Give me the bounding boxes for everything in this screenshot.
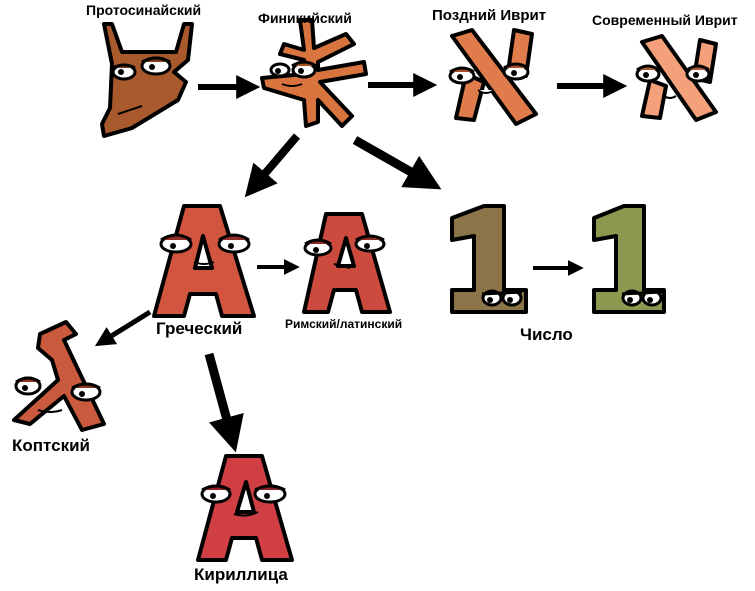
modern-hebrew-stroke-left: [640, 78, 668, 120]
cyrillic-body: [196, 454, 294, 562]
late-hebrew-pupil-left: [457, 74, 463, 80]
number-modern-pupil-left: [627, 297, 633, 303]
number-body: [450, 204, 528, 314]
label-phoenician: Финикийский: [258, 10, 352, 26]
number-modern-eyelid: [621, 290, 663, 296]
proto-sinaitic-letter: [100, 22, 194, 138]
late-hebrew-mouth: [477, 89, 495, 94]
phoenician-pupil-left: [275, 68, 281, 74]
greek-body: [152, 204, 256, 318]
proto-sinaitic-body: [100, 22, 194, 138]
label-cyrillic: Кириллица: [194, 565, 288, 584]
number-pupil-right: [507, 297, 513, 303]
cyrillic-pupil-right: [264, 493, 270, 499]
late-hebrew-stroke-diag: [450, 28, 538, 126]
label-latin: Римский/латинский: [285, 317, 403, 331]
latin-pupil-left: [313, 247, 319, 253]
number-modern-letter: [592, 204, 666, 314]
cyrillic-eyelid-right: [254, 484, 286, 492]
proto-mouth: [117, 105, 143, 115]
coptic-pupil-left: [22, 385, 28, 391]
latin-letter: [302, 212, 392, 314]
greek-pupil-right: [228, 243, 234, 249]
late-hebrew-stroke-left: [454, 72, 486, 122]
latin-body: [302, 212, 392, 314]
coptic-body: [12, 320, 106, 432]
cyrillic-mouth: [233, 511, 259, 517]
label-modern-hebrew: Современный Иврит: [592, 12, 738, 28]
number-modern-body: [592, 204, 666, 314]
number-eyelid: [481, 290, 523, 296]
latin-eyelid-right: [355, 234, 385, 242]
arrow-greek-to-coptic: [94, 309, 152, 347]
late-hebrew-letter: [448, 28, 538, 126]
proto-pupil-right: [149, 64, 155, 70]
arrow-phoenician-to-greek: [244, 133, 301, 198]
cyrillic-pupil-left: [210, 493, 216, 499]
coptic-letter: [12, 320, 106, 432]
phoenician-eyelid-right: [291, 60, 317, 68]
coptic-eyelid-left: [15, 376, 41, 384]
cyrillic-letter: [196, 454, 294, 562]
phoenician-letter: [260, 18, 368, 128]
arrow-phoenician-to-number: [352, 136, 442, 190]
label-late-hebrew: Поздний Иврит: [432, 7, 547, 24]
number-modern-pupil-right: [647, 297, 653, 303]
phoenician-pupil-right: [298, 68, 304, 74]
label-greek: Греческий: [156, 319, 243, 338]
modern-hebrew-pupil-right: [693, 72, 699, 78]
label-number: Число: [520, 325, 573, 344]
late-hebrew-pupil-right: [511, 70, 517, 76]
proto-pupil-left: [118, 69, 124, 75]
late-hebrew-eyelid-left: [449, 66, 475, 74]
greek-eyelid-left: [160, 233, 192, 242]
number-letter: [450, 204, 528, 314]
coptic-pupil-right: [79, 391, 85, 397]
modern-hebrew-stroke-diag: [640, 34, 718, 122]
cyrillic-eyelid-left: [201, 484, 231, 492]
greek-eyelid-right: [218, 233, 250, 242]
latin-pupil-right: [364, 243, 370, 249]
modern-hebrew-pupil-left: [643, 72, 649, 78]
arrows: [94, 73, 628, 453]
modern-hebrew-mouth: [663, 95, 677, 99]
modern-hebrew-eyelid-right: [686, 64, 710, 72]
latin-eyelid-left: [304, 238, 332, 246]
coptic-eyelid-right: [71, 382, 101, 390]
greek-mouth: [193, 261, 215, 265]
arrow-greek-to-cyrillic: [204, 352, 244, 453]
coptic-mouth: [37, 409, 63, 413]
proto-eyelid-left: [112, 63, 136, 70]
modern-hebrew-eyelid-left: [636, 64, 660, 72]
label-proto-sinaitic: Протосинайский: [86, 2, 202, 18]
greek-letter: [152, 204, 256, 318]
latin-mouth: [333, 263, 351, 269]
number-pupil-left: [487, 297, 493, 303]
phoenician-mouth: [281, 83, 303, 87]
late-hebrew-eyelid-right: [503, 62, 529, 70]
modern-hebrew-letter: [635, 34, 718, 122]
proto-eyelid-right: [141, 56, 171, 64]
greek-pupil-left: [170, 243, 176, 249]
label-coptic: Коптский: [12, 436, 90, 455]
